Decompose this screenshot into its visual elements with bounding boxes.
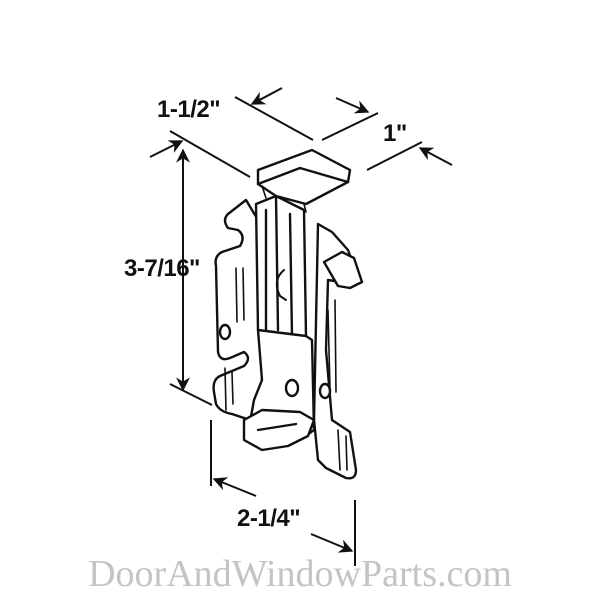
- dimension-label-height: 3-7/16": [124, 255, 200, 282]
- latch-bracket: [212, 148, 364, 480]
- dimension-top-depth: [321, 97, 453, 171]
- dimension-bottom-width: [210, 420, 356, 566]
- dimension-top-width: [149, 87, 314, 178]
- dimension-label-top-width: 1-1/2": [157, 96, 221, 123]
- dimension-label-top-depth: 1": [383, 120, 407, 147]
- watermark-text: DoorAndWindowParts.com: [88, 553, 512, 595]
- dimension-height: [169, 148, 213, 406]
- dimension-label-bottom-width: 2-1/4": [237, 505, 301, 532]
